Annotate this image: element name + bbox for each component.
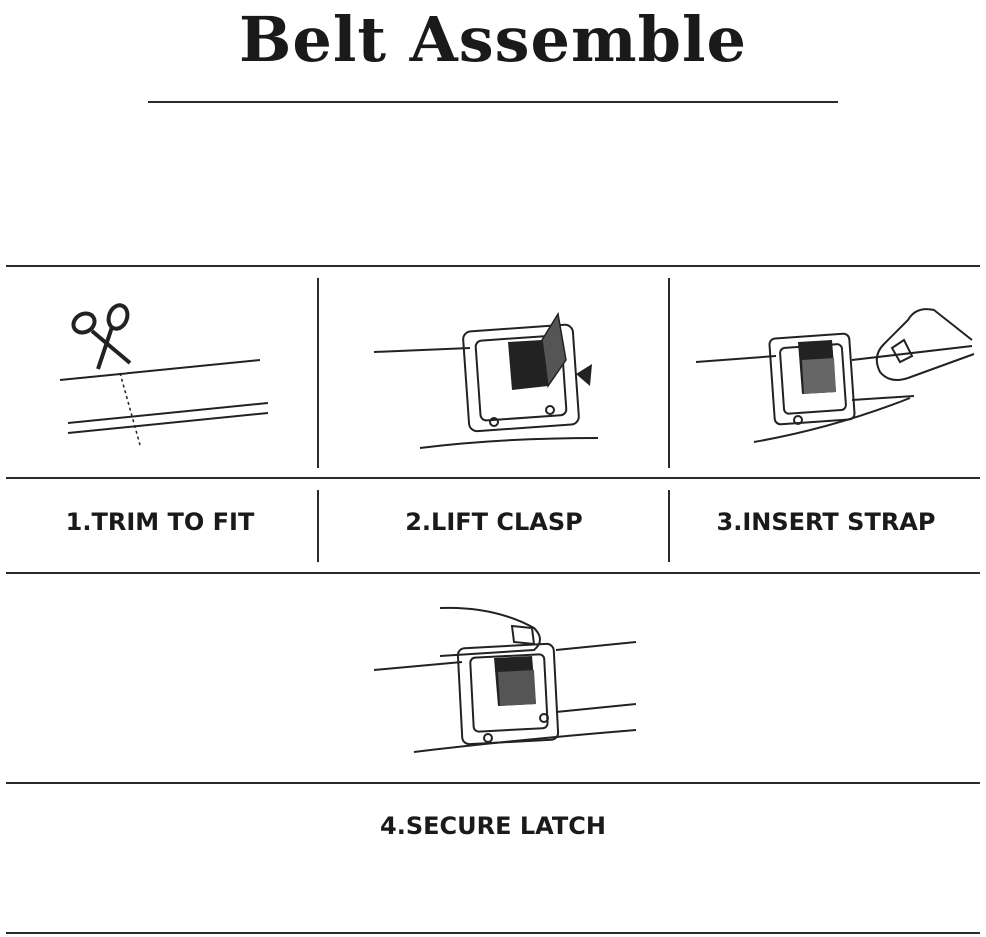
label-divider-1	[317, 490, 319, 562]
column-divider-2	[668, 278, 670, 468]
divider-mid	[6, 477, 980, 479]
step-label-4: 4.SECURE LATCH	[380, 812, 606, 840]
divider-step4	[6, 782, 980, 784]
page-title: Belt Assemble	[239, 3, 747, 76]
label-divider-2	[668, 490, 670, 562]
divider-top	[6, 265, 980, 267]
step-label-1: 1.TRIM TO FIT	[65, 508, 255, 536]
step-label-3: 3.INSERT STRAP	[716, 508, 936, 536]
step-label-2: 2.LIFT CLASP	[405, 508, 583, 536]
lift-clasp-icon	[373, 311, 599, 449]
divider-labels-bottom	[6, 572, 980, 574]
scissors-trim-icon	[59, 303, 269, 446]
column-divider-1	[317, 278, 319, 468]
secure-latch-icon	[373, 606, 637, 753]
title-underline	[148, 101, 838, 103]
divider-bottom	[6, 932, 980, 934]
insert-strap-icon	[695, 308, 975, 443]
